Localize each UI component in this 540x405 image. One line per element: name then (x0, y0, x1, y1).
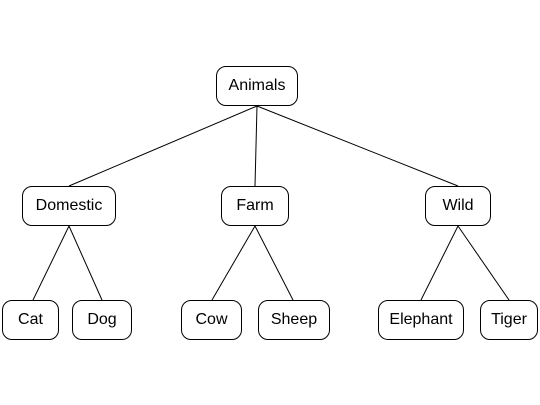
node-farm: Farm (221, 186, 289, 226)
node-label-domestic: Domestic (35, 197, 103, 214)
node-sheep: Sheep (258, 300, 330, 340)
node-label-sheep: Sheep (270, 311, 318, 328)
edge-farm-cow (211, 225, 256, 301)
node-wild: Wild (425, 186, 491, 226)
node-animals: Animals (216, 66, 298, 106)
node-label-farm: Farm (236, 197, 274, 214)
node-domestic: Domestic (22, 186, 116, 226)
node-label-tiger: Tiger (491, 311, 527, 328)
edge-domestic-dog (68, 225, 103, 301)
node-cow: Cow (181, 300, 242, 340)
node-label-elephant: Elephant (389, 311, 453, 328)
node-cat: Cat (2, 300, 59, 340)
node-tiger: Tiger (480, 300, 538, 340)
node-dog: Dog (72, 300, 132, 340)
edge-wild-tiger (457, 225, 510, 301)
edge-animals-wild (256, 105, 459, 187)
node-label-animals: Animals (228, 77, 286, 94)
edge-animals-domestic (68, 105, 258, 187)
node-label-cat: Cat (18, 311, 43, 328)
edge-animals-farm (254, 105, 258, 187)
edge-domestic-cat (32, 225, 70, 301)
node-label-wild: Wild (442, 197, 474, 214)
node-elephant: Elephant (378, 300, 464, 340)
edge-farm-sheep (254, 225, 294, 301)
node-label-dog: Dog (87, 311, 117, 328)
edge-wild-elephant (420, 225, 459, 301)
node-label-cow: Cow (195, 311, 228, 328)
